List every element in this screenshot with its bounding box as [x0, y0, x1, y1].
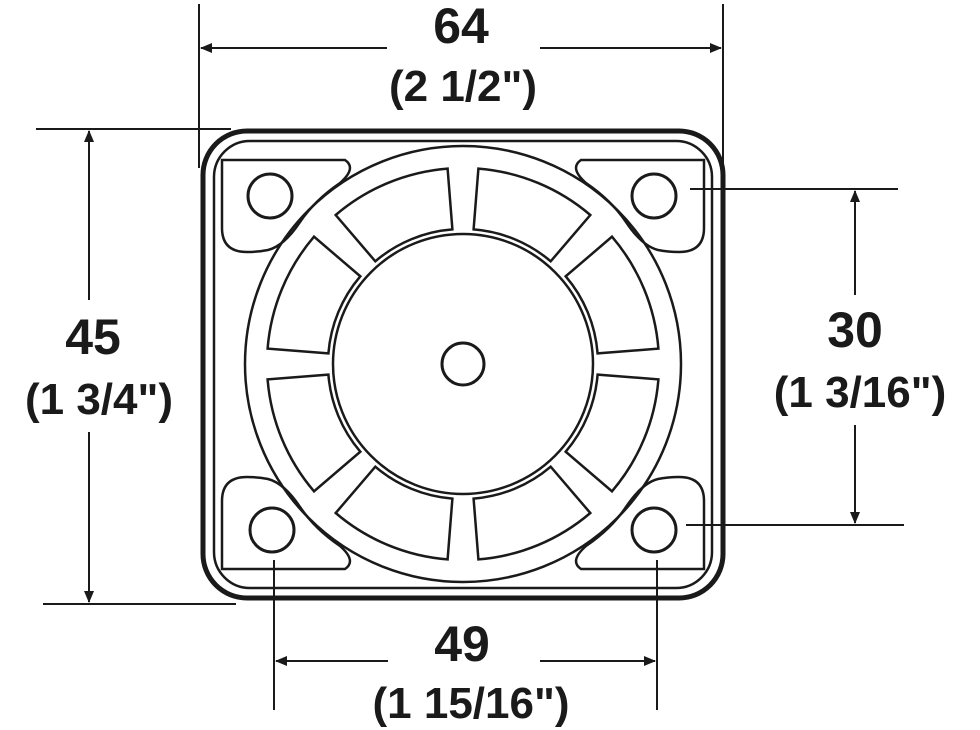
- mounting-hole-bottom-right: [630, 506, 678, 554]
- dim-bottom-metric: 49: [434, 616, 490, 672]
- dim-left-metric: 45: [65, 309, 121, 365]
- dim-right-metric: 30: [827, 302, 883, 358]
- mounting-hole-bottom-left: [248, 506, 296, 554]
- rib-segment: [333, 167, 454, 264]
- rib-segment: [472, 167, 593, 264]
- rib-segment: [563, 234, 660, 355]
- rib-segment: [563, 373, 660, 494]
- outer-ring: [243, 144, 683, 584]
- dim-top-imperial: (2 1/2"): [389, 62, 537, 111]
- rib-segment: [266, 234, 363, 355]
- dimension-lines: [36, 4, 904, 710]
- mounting-plate: [200, 128, 726, 601]
- hub-circle: [331, 232, 595, 496]
- center-hole: [440, 341, 486, 387]
- dim-top-metric: 64: [433, 0, 489, 54]
- rib-segments: [266, 167, 660, 561]
- rib-segment: [266, 373, 363, 494]
- mounting-hole-top-left: [246, 172, 294, 220]
- dim-bottom-imperial: (1 15/16"): [373, 679, 570, 728]
- dim-right-imperial: (1 3/16"): [774, 368, 947, 417]
- dimension-labels: 64 (2 1/2") 45 (1 3/4") 30 (1 3/16") 49 …: [25, 0, 946, 728]
- rib-segment: [333, 464, 454, 561]
- plate-outline: [200, 128, 726, 601]
- mounting-hole-top-right: [630, 172, 678, 220]
- plate-inner-edge: [212, 139, 714, 590]
- dim-left-imperial: (1 3/4"): [25, 375, 173, 424]
- rib-segment: [472, 464, 593, 561]
